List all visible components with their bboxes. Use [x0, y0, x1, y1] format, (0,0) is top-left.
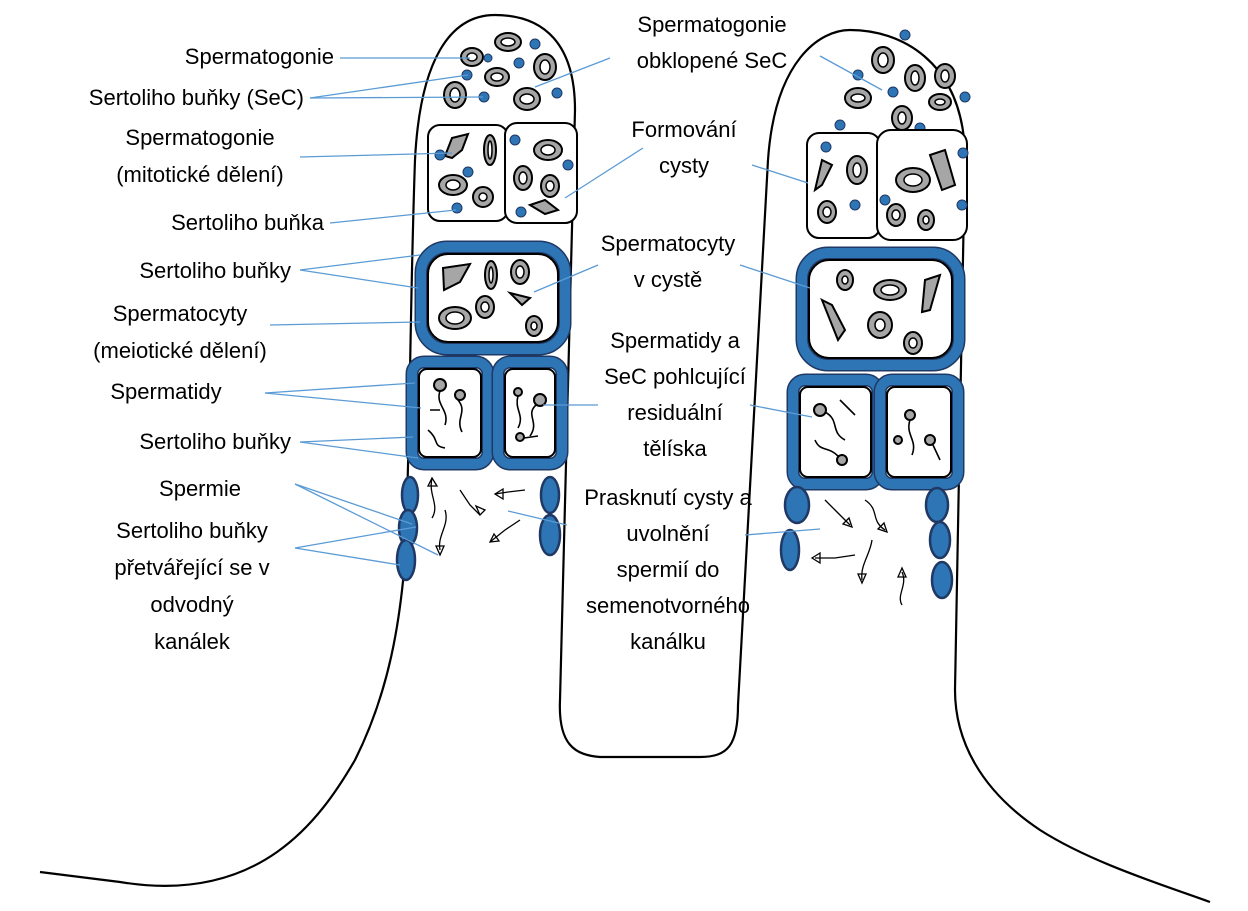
label-sertoli-transform-3: odvodný: [150, 592, 233, 617]
label-obklopene-1: Spermatogonie: [637, 12, 786, 37]
label-sertoli-transform-4: kanálek: [154, 629, 231, 654]
left-labels: Spermatogonie Sertoliho buňky (SeC) Sper…: [89, 44, 334, 654]
label-sertoli-2: Sertoliho buňky: [139, 258, 291, 283]
label-sertoli-transform-1: Sertoliho buňky: [116, 518, 268, 543]
label-spermie: Spermie: [159, 476, 241, 501]
label-v-cyste-1: Spermatocyty: [601, 231, 736, 256]
label-spermatogonie: Spermatogonie: [185, 44, 334, 69]
label-pohlcujici-3: residuální: [627, 400, 722, 425]
label-sertoli-single: Sertoliho buňka: [171, 210, 325, 235]
right-duct-sertoli-1: [785, 487, 809, 523]
label-formovani-1: Formování: [631, 117, 736, 142]
label-prasknuti-5: kanálku: [630, 629, 706, 654]
label-pohlcujici-2: SeC pohlcující: [604, 364, 746, 389]
label-spermatidy: Spermatidy: [110, 379, 221, 404]
label-pohlcujici-1: Spermatidy a: [610, 328, 740, 353]
label-spermatogonie-mitoza-2: (mitotické dělení): [116, 162, 284, 187]
label-obklopene-2: obklopené SeC: [637, 48, 788, 73]
left-duct-sertoli-4: [541, 477, 559, 513]
right-duct-sertoli-3: [926, 488, 948, 522]
right-duct-sertoli-5: [932, 562, 952, 598]
label-spermatocyty-1: Spermatocyty: [113, 301, 248, 326]
left-duct-sertoli-3: [397, 540, 415, 580]
right-duct-sertoli-4: [930, 522, 950, 558]
label-pohlcujici-4: tělíska: [643, 436, 707, 461]
label-prasknuti-2: uvolnění: [626, 521, 709, 546]
label-prasknuti-1: Prasknutí cysty a: [584, 485, 752, 510]
label-spermatogonie-mitoza-1: Spermatogonie: [125, 125, 274, 150]
label-sertoli-transform-2: přetvářející se v: [114, 555, 269, 580]
label-sertoli-sec: Sertoliho buňky (SeC): [89, 85, 304, 110]
right-duct-sertoli-2: [781, 530, 799, 570]
label-formovani-2: cysty: [659, 153, 709, 178]
label-prasknuti-4: semenotvorného: [586, 593, 750, 618]
label-sertoli-3: Sertoliho buňky: [139, 429, 291, 454]
label-spermatocyty-2: (meiotické dělení): [93, 338, 267, 363]
left-duct-sertoli-1: [402, 477, 418, 513]
label-v-cyste-2: v cystě: [634, 267, 702, 292]
label-prasknuti-3: spermií do: [617, 557, 720, 582]
